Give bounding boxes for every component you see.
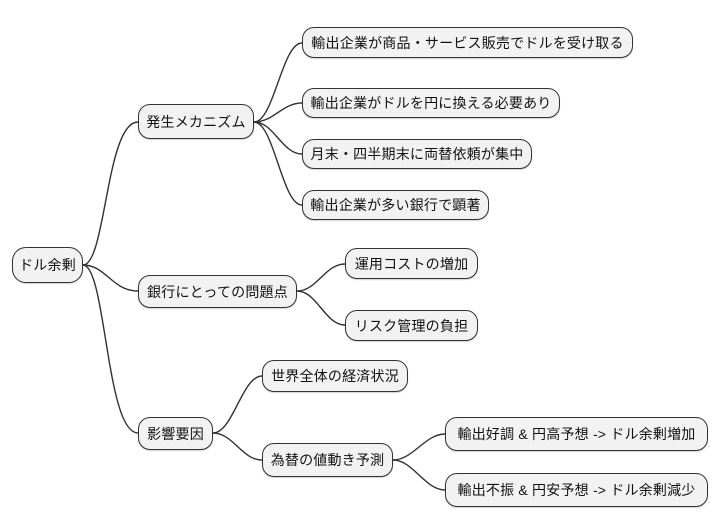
edge-bank-risk (296, 290, 346, 326)
node-global-economy: 世界全体の経済状況 (262, 360, 408, 392)
edge-root-mechanism (82, 121, 139, 266)
edge-factors-economy (212, 375, 263, 434)
node-exporters-convert-to-yen: 輸出企業がドルを円に換える必要あり (302, 88, 560, 118)
node-surplus-decrease-case: 輸出不振 & 円安予想 -> ドル余剰減少 (445, 473, 708, 507)
node-month-end-exchange-concentration: 月末・四半期末に両替依頼が集中 (302, 139, 532, 169)
node-occurrence-mechanism: 発生メカニズム (138, 104, 254, 139)
edge-bank-cost (296, 263, 346, 292)
edge-root-influencing-factors (82, 264, 139, 434)
edge-mechanism-detail1 (253, 42, 303, 123)
edge-forecast-increase (392, 433, 446, 461)
node-influencing-factors: 影響要因 (138, 417, 213, 450)
edge-mechanism-detail4 (253, 121, 303, 206)
node-risk-management-burden: リスク管理の負担 (345, 310, 478, 341)
edge-factors-forecast (212, 432, 263, 461)
edge-root-bank-problems (82, 264, 139, 292)
edge-mechanism-detail3 (253, 121, 303, 155)
node-dollar-surplus: ドル余剰 (12, 247, 83, 283)
edge-forecast-decrease (392, 459, 446, 491)
node-operational-cost-increase: 運用コストの増加 (345, 248, 478, 279)
node-exporters-receive-dollars: 輸出企業が商品・サービス販売でドルを受け取る (302, 27, 633, 58)
node-prominent-at-export-banks: 輸出企業が多い銀行で顕著 (302, 190, 489, 220)
node-exchange-rate-forecast: 為替の値動き予測 (262, 443, 393, 477)
node-surplus-increase-case: 輸出好調 & 円高予想 -> ドル余剰増加 (445, 417, 708, 451)
node-bank-problems: 銀行にとっての問題点 (138, 275, 297, 308)
edge-mechanism-detail2 (253, 102, 303, 123)
